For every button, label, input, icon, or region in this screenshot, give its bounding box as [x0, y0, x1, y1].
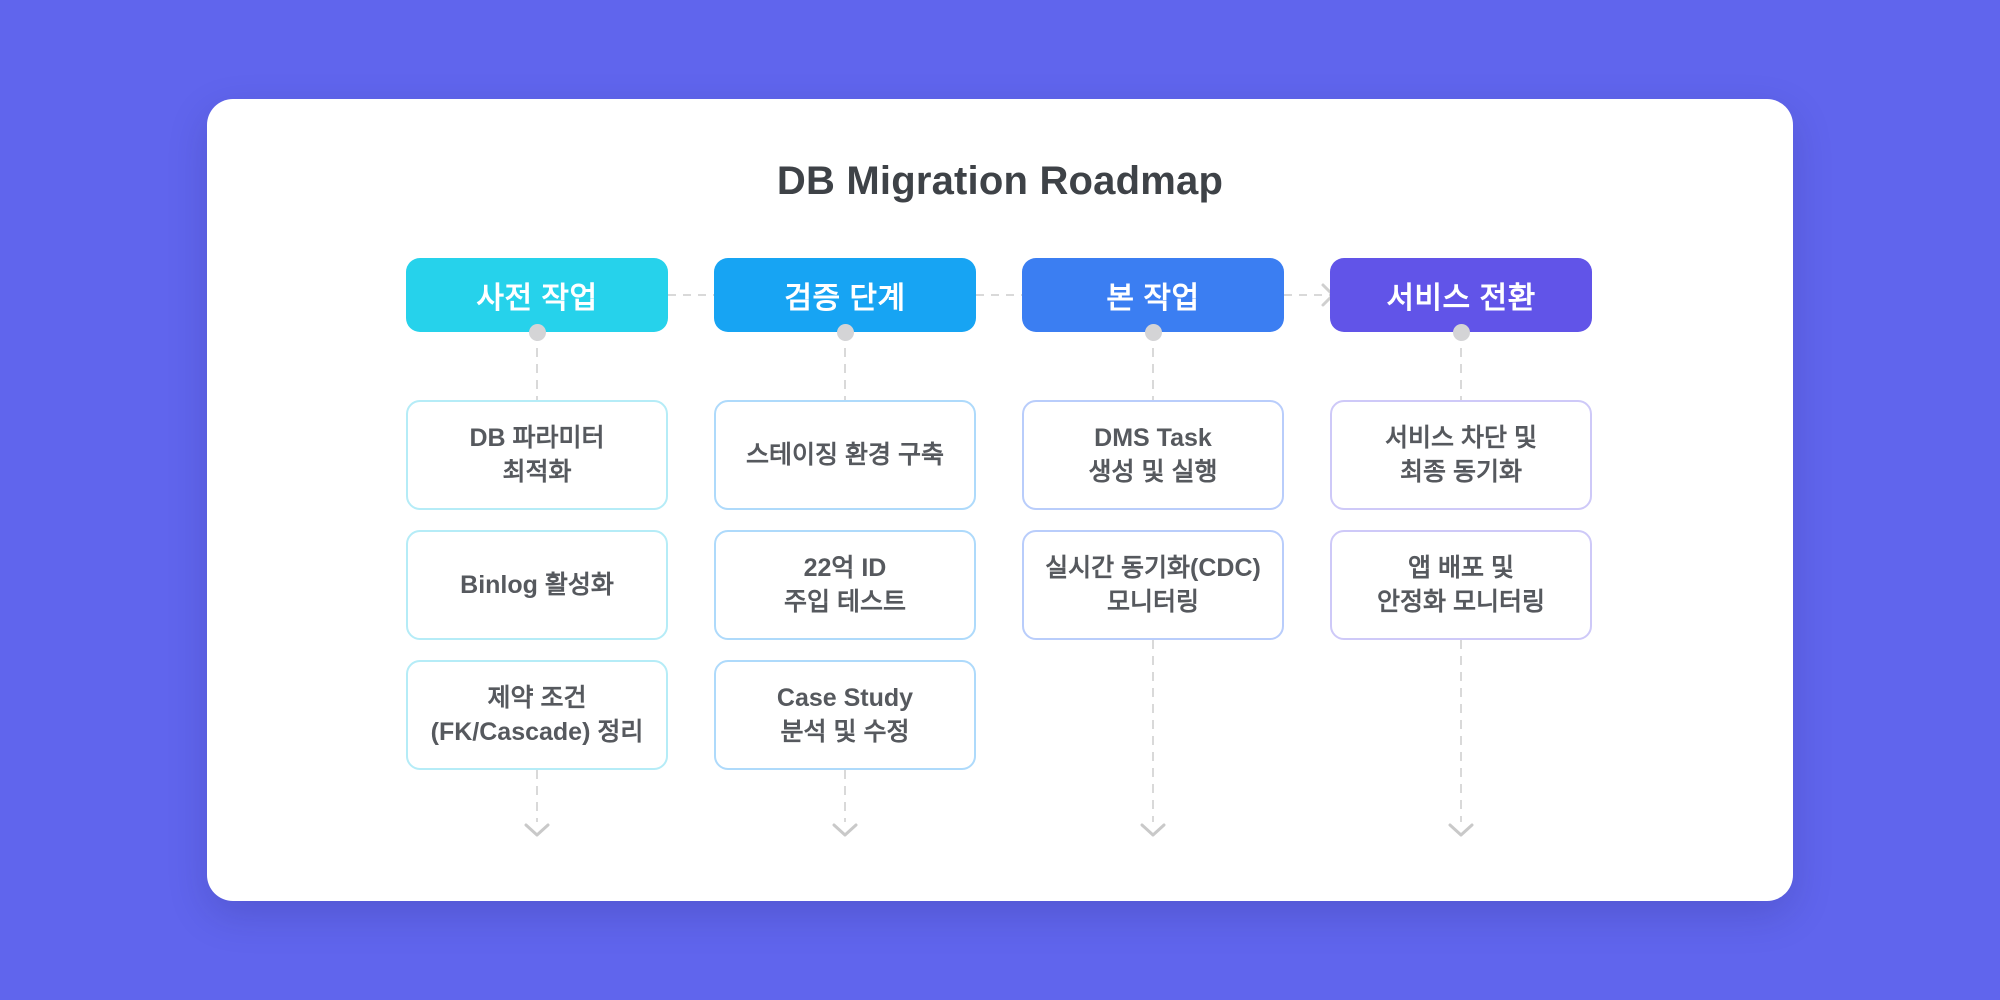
vertical-dashed-connector	[844, 332, 846, 400]
task-card-line: 실시간 동기화(CDC)	[1045, 553, 1261, 582]
task-card-line: 주입 테스트	[784, 588, 906, 616]
task-card-line: Binlog 활성화	[460, 570, 614, 599]
vertical-dashed-connector	[1152, 640, 1154, 822]
task-card: 스테이징 환경 구축	[714, 400, 976, 510]
task-card: 서비스 차단 및 최종 동기화	[1330, 400, 1592, 510]
stage-header-label: 사전 작업	[476, 282, 598, 315]
horizontal-dashed-connector	[668, 294, 714, 296]
task-card-line: DMS Task	[1094, 423, 1212, 452]
stage-column-main-work: 본 작업 DMS Task 생성 및 실행 실시간 동기화(CDC) 모니터링	[1022, 258, 1284, 838]
stage-header-button: 사전 작업	[406, 258, 668, 341]
task-card: 실시간 동기화(CDC) 모니터링	[1022, 530, 1284, 640]
arrow-down-icon	[1140, 823, 1166, 837]
task-card-line: 앱 배포 및	[1408, 553, 1514, 582]
arrow-down-icon	[1448, 823, 1474, 837]
roadmap-grid: 사전 작업 DB 파라미터 최적화 Binlog 활성화 제약 조건 (FK/C…	[406, 258, 1592, 838]
task-card: 제약 조건 (FK/Cascade) 정리	[406, 660, 668, 770]
stage-header-label: 본 작업	[1106, 282, 1200, 315]
task-card-line: 최종 동기화	[1400, 458, 1522, 486]
connector-dot	[528, 324, 546, 341]
vertical-dashed-connector	[536, 332, 538, 400]
task-card-line: 모니터링	[1106, 588, 1199, 616]
stage-header-label: 서비스 전환	[1386, 282, 1536, 315]
task-card-line: 생성 및 실행	[1088, 458, 1218, 486]
vertical-dashed-connector	[1460, 332, 1462, 400]
task-card: DB 파라미터 최적화	[406, 400, 668, 510]
connector-dot	[836, 324, 854, 341]
connector-dot	[1144, 324, 1162, 341]
connector-dot	[1452, 324, 1470, 341]
stage-column-pre-work: 사전 작업 DB 파라미터 최적화 Binlog 활성화 제약 조건 (FK/C…	[406, 258, 668, 838]
page-title: DB Migration Roadmap	[776, 159, 1224, 203]
task-card-line: 분석 및 수정	[780, 718, 910, 746]
task-card-line: Case Study	[776, 683, 914, 712]
task-card-line: (FK/Cascade) 정리	[430, 718, 644, 746]
task-card-line: DB 파라미터	[469, 423, 605, 452]
arrow-down-icon	[832, 823, 858, 837]
stage-header-button: 서비스 전환	[1330, 258, 1592, 341]
horizontal-dashed-connector	[976, 294, 1022, 296]
stage-column-validation: 검증 단계 스테이징 환경 구축 22억 ID 주입 테스트 Case Stud…	[714, 258, 976, 838]
stage-header-button: 검증 단계	[714, 258, 976, 341]
vertical-dashed-connector	[1460, 640, 1462, 822]
vertical-dashed-connector	[844, 770, 846, 822]
task-card: Case Study 분석 및 수정	[714, 660, 976, 770]
vertical-dashed-connector	[1152, 332, 1154, 400]
task-card: 앱 배포 및 안정화 모니터링	[1330, 530, 1592, 640]
roadmap-panel: DB Migration Roadmap 사전 작업 DB 파라미터 최적화 B…	[207, 99, 1793, 901]
vertical-dashed-connector	[536, 770, 538, 822]
stage-header-button: 본 작업	[1022, 258, 1284, 341]
task-card-line: 서비스 차단 및	[1385, 423, 1537, 452]
task-card-line: 안정화 모니터링	[1377, 588, 1545, 616]
stage-column-service-switch: 서비스 전환 서비스 차단 및 최종 동기화 앱 배포 및 안정화 모니터링	[1330, 258, 1592, 838]
arrow-down-icon	[524, 823, 550, 837]
task-card: DMS Task 생성 및 실행	[1022, 400, 1284, 510]
task-card-line: 제약 조건	[487, 683, 587, 712]
horizontal-dashed-connector	[1284, 283, 1335, 307]
task-card: Binlog 활성화	[406, 530, 668, 640]
task-card-line: 최적화	[502, 458, 572, 486]
task-card: 22억 ID 주입 테스트	[714, 530, 976, 640]
stage-header-label: 검증 단계	[784, 282, 906, 315]
task-card-line: 스테이징 환경 구축	[746, 440, 944, 469]
task-card-line: 22억 ID	[803, 553, 887, 582]
